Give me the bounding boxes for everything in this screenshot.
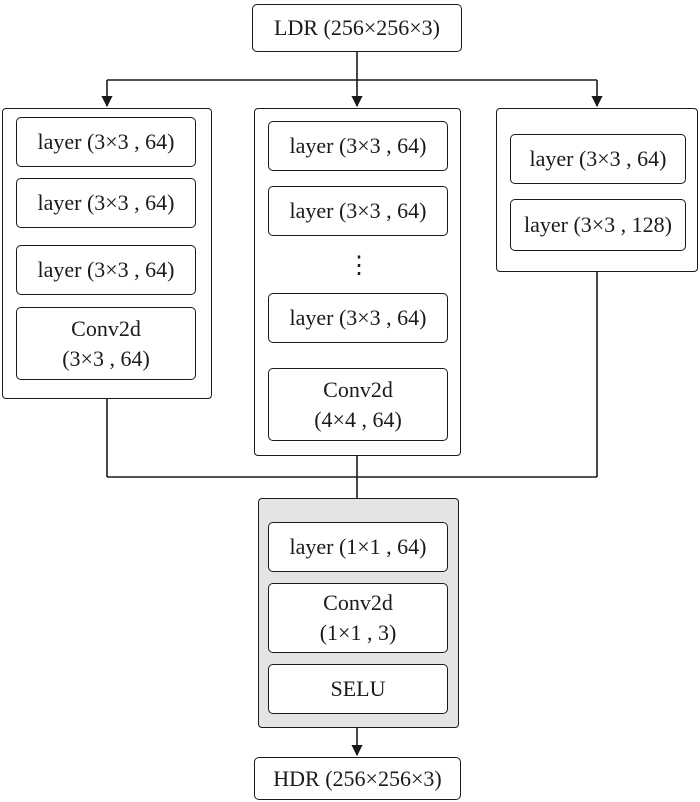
middle-layer-2-label: layer (3×3 , 64): [289, 198, 427, 223]
middle-layer-2: layer (3×3 , 64): [268, 186, 448, 236]
left-conv2d-title: Conv2d: [71, 315, 141, 341]
input-ldr-label: LDR (256×256×3): [274, 15, 440, 40]
fusion-layer: layer (1×1 , 64): [268, 522, 448, 572]
right-layer-1: layer (3×3 , 64): [510, 134, 686, 184]
left-conv2d-params: (3×3 , 64): [62, 345, 150, 371]
fusion-conv2d-params: (1×1 , 3): [319, 620, 397, 645]
middle-conv2d-title: Conv2d: [323, 376, 393, 402]
middle-layer-1: layer (3×3 , 64): [268, 121, 448, 171]
left-layer-1-label: layer (3×3 , 64): [37, 129, 175, 154]
middle-conv2d: Conv2d (4×4 , 64): [268, 368, 448, 441]
middle-conv2d-params: (4×4 , 64): [314, 406, 402, 432]
selu-label: SELU: [330, 676, 386, 701]
middle-layer-1-label: layer (3×3 , 64): [289, 133, 427, 158]
left-layer-1: layer (3×3 , 64): [16, 117, 196, 167]
selu-activation: SELU: [268, 664, 448, 714]
fusion-conv2d-title: Conv2d: [323, 590, 393, 615]
left-layer-2: layer (3×3 , 64): [16, 178, 196, 228]
left-layer-3-label: layer (3×3 , 64): [37, 257, 175, 282]
middle-layer-n: layer (3×3 , 64): [268, 293, 448, 343]
output-hdr-box: HDR (256×256×3): [254, 757, 461, 800]
fusion-layer-label: layer (1×1 , 64): [289, 534, 427, 559]
left-layer-2-label: layer (3×3 , 64): [37, 190, 175, 215]
output-hdr-label: HDR (256×256×3): [273, 765, 442, 791]
left-conv2d: Conv2d (3×3 , 64): [16, 307, 196, 380]
middle-ellipsis: ⋮: [347, 253, 371, 279]
middle-layer-n-label: layer (3×3 , 64): [289, 305, 427, 330]
input-ldr-box: LDR (256×256×3): [252, 4, 462, 52]
left-layer-3: layer (3×3 , 64): [16, 245, 196, 295]
fusion-conv2d: Conv2d (1×1 , 3): [268, 583, 448, 653]
right-layer-1-label: layer (3×3 , 64): [529, 146, 667, 171]
right-layer-2-label: layer (3×3 , 128): [523, 212, 673, 237]
right-layer-2: layer (3×3 , 128): [510, 199, 686, 251]
